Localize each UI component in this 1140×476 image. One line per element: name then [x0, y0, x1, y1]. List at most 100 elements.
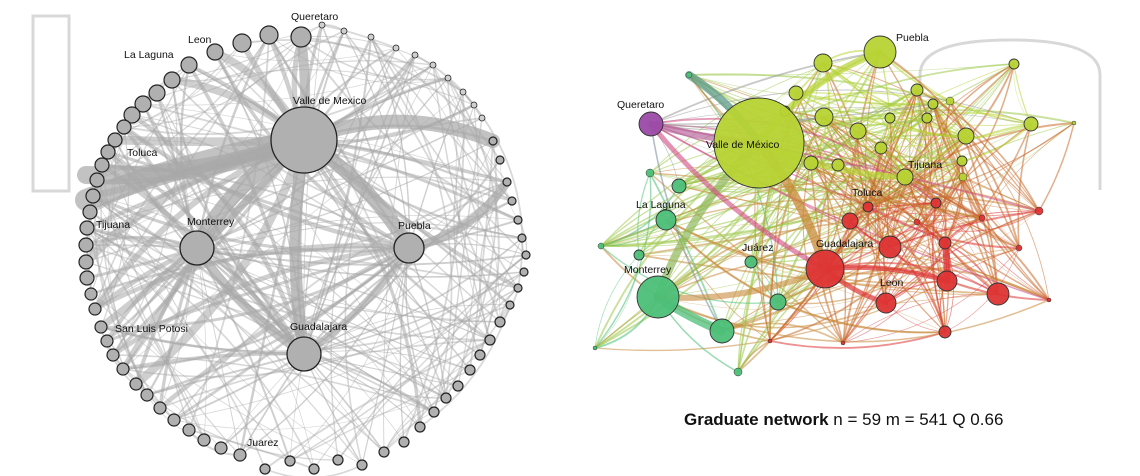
right-node — [986, 282, 1010, 306]
left-edge — [131, 135, 309, 389]
right-edge — [657, 122, 1075, 298]
left-node — [502, 177, 512, 187]
right-node — [709, 318, 735, 344]
right-edge — [932, 103, 1050, 301]
left-node — [167, 413, 181, 427]
right-node — [769, 293, 787, 311]
left-edge — [302, 35, 373, 356]
right-edge — [750, 202, 937, 263]
left-node — [88, 302, 102, 316]
left-edge — [131, 114, 525, 273]
right-node — [921, 112, 933, 124]
right-node — [1046, 297, 1052, 303]
right-edge — [889, 63, 1015, 248]
right-node — [633, 249, 645, 261]
right-edge — [849, 63, 1015, 222]
left-edge — [303, 353, 447, 399]
right-node — [957, 127, 975, 145]
left-node — [521, 250, 531, 260]
left-node — [411, 51, 419, 59]
right-edge — [688, 74, 934, 105]
right-edge — [657, 130, 859, 298]
right-node — [1071, 120, 1077, 126]
left-edge — [289, 287, 519, 462]
left-edge — [173, 181, 508, 421]
right-edge — [909, 89, 918, 223]
right-node — [767, 338, 773, 344]
left-node — [444, 74, 452, 82]
right-edge — [594, 254, 640, 349]
right-edge — [594, 62, 824, 349]
left-node — [129, 377, 143, 391]
right-node — [875, 292, 897, 314]
right-edge — [916, 210, 1040, 232]
right-edge — [665, 180, 1040, 221]
left-edge — [433, 339, 491, 413]
right-node — [862, 201, 874, 213]
left-node — [464, 364, 476, 376]
left-node — [284, 455, 296, 467]
network-caption: Graduate network n = 59 m = 541 Q 0.66 — [684, 410, 1003, 430]
left-node — [440, 392, 452, 404]
left-node-monterrey — [179, 230, 215, 266]
left-node — [79, 220, 95, 236]
right-label-tijuana: Tijuana — [908, 159, 942, 171]
right-edge — [857, 130, 964, 178]
right-node — [1023, 116, 1039, 132]
right-node — [938, 236, 952, 250]
right-edge — [842, 147, 882, 344]
left-edge — [196, 247, 447, 399]
left-node — [392, 44, 400, 52]
left-edge — [172, 246, 411, 422]
left-edge — [122, 368, 222, 449]
left-node — [478, 114, 486, 122]
left-node — [398, 436, 410, 448]
left-node — [84, 287, 98, 301]
left-edge — [447, 77, 500, 356]
left-edge — [313, 287, 519, 470]
right-node-guadalajara — [805, 249, 845, 289]
left-edge — [89, 211, 385, 453]
right-node — [849, 122, 867, 140]
right-edge — [889, 63, 1015, 248]
left-node — [106, 348, 120, 362]
right-node — [913, 218, 921, 226]
left-edge — [196, 247, 501, 323]
left-node — [318, 21, 326, 29]
left-node — [94, 320, 108, 334]
right-edge — [885, 202, 937, 304]
right-edge — [1017, 123, 1032, 249]
right-node — [1008, 58, 1020, 70]
right-edge — [880, 147, 963, 166]
right-node — [927, 98, 939, 110]
left-node — [89, 172, 105, 188]
left-edge — [462, 91, 524, 289]
right-edge — [649, 172, 723, 332]
left-node — [79, 270, 95, 286]
left-edge — [196, 247, 207, 441]
right-node — [896, 168, 914, 186]
right-node — [733, 367, 743, 377]
right-label-valle-de-mexico: Valle de México — [706, 139, 780, 151]
left-edge — [195, 53, 417, 250]
right-edge — [657, 296, 1050, 343]
left-node — [495, 155, 505, 165]
right-edge — [750, 63, 1015, 263]
left-edge — [135, 383, 339, 461]
right-node — [597, 242, 605, 250]
left-edge — [361, 247, 410, 466]
right-edge — [769, 331, 946, 349]
right-node — [958, 172, 968, 182]
left-node — [459, 88, 467, 96]
left-edge — [121, 351, 306, 371]
left-node-valle — [270, 106, 338, 174]
right-edge — [737, 100, 951, 373]
right-edge — [594, 130, 859, 349]
right-node — [874, 141, 888, 155]
left-node — [507, 196, 517, 206]
right-node — [592, 345, 598, 351]
right-node — [831, 158, 845, 172]
left-node — [332, 454, 344, 466]
